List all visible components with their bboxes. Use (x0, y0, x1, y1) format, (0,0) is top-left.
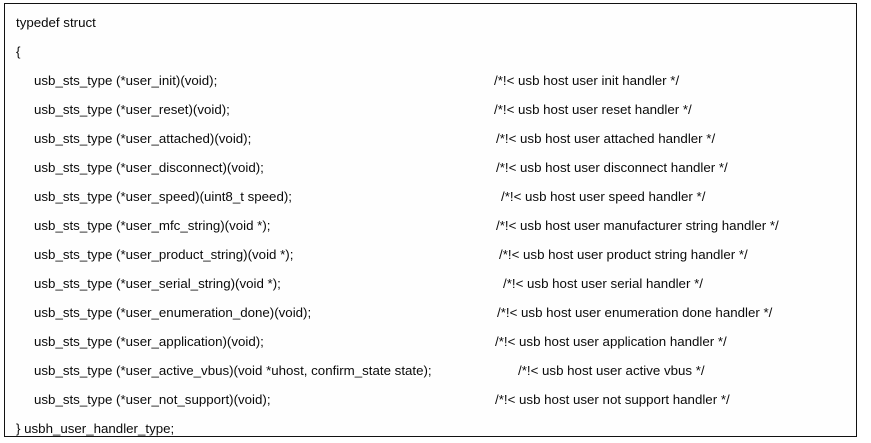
code-comment-user-serial-string: /*!< usb host user serial handler */ (503, 276, 703, 291)
code-comment-user-speed: /*!< usb host user speed handler */ (501, 189, 706, 204)
code-declaration-user-attached: usb_sts_type (*user_attached)(void); (34, 131, 252, 146)
code-line: usb_sts_type (*user_application)(void); /… (5, 327, 856, 356)
code-comment-user-enumeration-done: /*!< usb host user enumeration done hand… (497, 305, 773, 320)
code-declaration-user-not-support: usb_sts_type (*user_not_support)(void); (34, 392, 271, 407)
code-line: usb_sts_type (*user_disconnect)(void); /*… (5, 153, 856, 182)
code-comment-user-product-string: /*!< usb host user product string handle… (499, 247, 748, 262)
code-line: usb_sts_type (*user_not_support)(void); /… (5, 385, 856, 414)
code-declaration-user-application: usb_sts_type (*user_application)(void); (34, 334, 264, 349)
code-declaration-typedef-struct: typedef struct (16, 15, 96, 30)
code-listing-frame: typedef struct { usb_sts_type (*user_init)… (4, 3, 857, 437)
code-comment-user-disconnect: /*!< usb host user disconnect handler */ (496, 160, 728, 175)
code-line: usb_sts_type (*user_init)(void); /*!< usb… (5, 66, 856, 95)
code-declaration-user-mfc-string: usb_sts_type (*user_mfc_string)(void *); (34, 218, 271, 233)
code-declaration-user-product-string: usb_sts_type (*user_product_string)(void… (34, 247, 294, 262)
code-declaration-user-init: usb_sts_type (*user_init)(void); (34, 73, 218, 88)
code-declaration-user-active-vbus: usb_sts_type (*user_active_vbus)(void *u… (34, 363, 432, 378)
code-declaration-user-speed: usb_sts_type (*user_speed)(uint8_t speed… (34, 189, 292, 204)
code-line: { (5, 37, 856, 66)
code-line-list: typedef struct { usb_sts_type (*user_init)… (5, 4, 856, 436)
code-line: usb_sts_type (*user_reset)(void); /*!< us… (5, 95, 856, 124)
code-comment-user-active-vbus: /*!< usb host user active vbus */ (518, 363, 705, 378)
code-line: usb_sts_type (*user_active_vbus)(void *u… (5, 356, 856, 385)
code-line: } usbh_user_handler_type; (5, 414, 856, 436)
code-comment-user-attached: /*!< usb host user attached handler */ (496, 131, 716, 146)
code-comment-user-init: /*!< usb host user init handler */ (494, 73, 680, 88)
code-line: usb_sts_type (*user_speed)(uint8_t speed… (5, 182, 856, 211)
code-line: usb_sts_type (*user_attached)(void); /*!<… (5, 124, 856, 153)
code-declaration-open-brace: { (16, 44, 21, 59)
code-line: usb_sts_type (*user_mfc_string)(void *);… (5, 211, 856, 240)
code-declaration-user-serial-string: usb_sts_type (*user_serial_string)(void … (34, 276, 281, 291)
code-comment-user-mfc-string: /*!< usb host user manufacturer string h… (496, 218, 779, 233)
code-line: usb_sts_type (*user_serial_string)(void … (5, 269, 856, 298)
code-declaration-close-brace-typename: } usbh_user_handler_type; (16, 421, 175, 436)
code-line: usb_sts_type (*user_enumeration_done)(vo… (5, 298, 856, 327)
code-comment-user-reset: /*!< usb host user reset handler */ (494, 102, 692, 117)
code-declaration-user-reset: usb_sts_type (*user_reset)(void); (34, 102, 230, 117)
code-declaration-user-enumeration-done: usb_sts_type (*user_enumeration_done)(vo… (34, 305, 312, 320)
code-comment-user-application: /*!< usb host user application handler *… (495, 334, 727, 349)
code-line: typedef struct (5, 8, 856, 37)
code-declaration-user-disconnect: usb_sts_type (*user_disconnect)(void); (34, 160, 264, 175)
code-comment-user-not-support: /*!< usb host user not support handler *… (495, 392, 730, 407)
code-line: usb_sts_type (*user_product_string)(void… (5, 240, 856, 269)
